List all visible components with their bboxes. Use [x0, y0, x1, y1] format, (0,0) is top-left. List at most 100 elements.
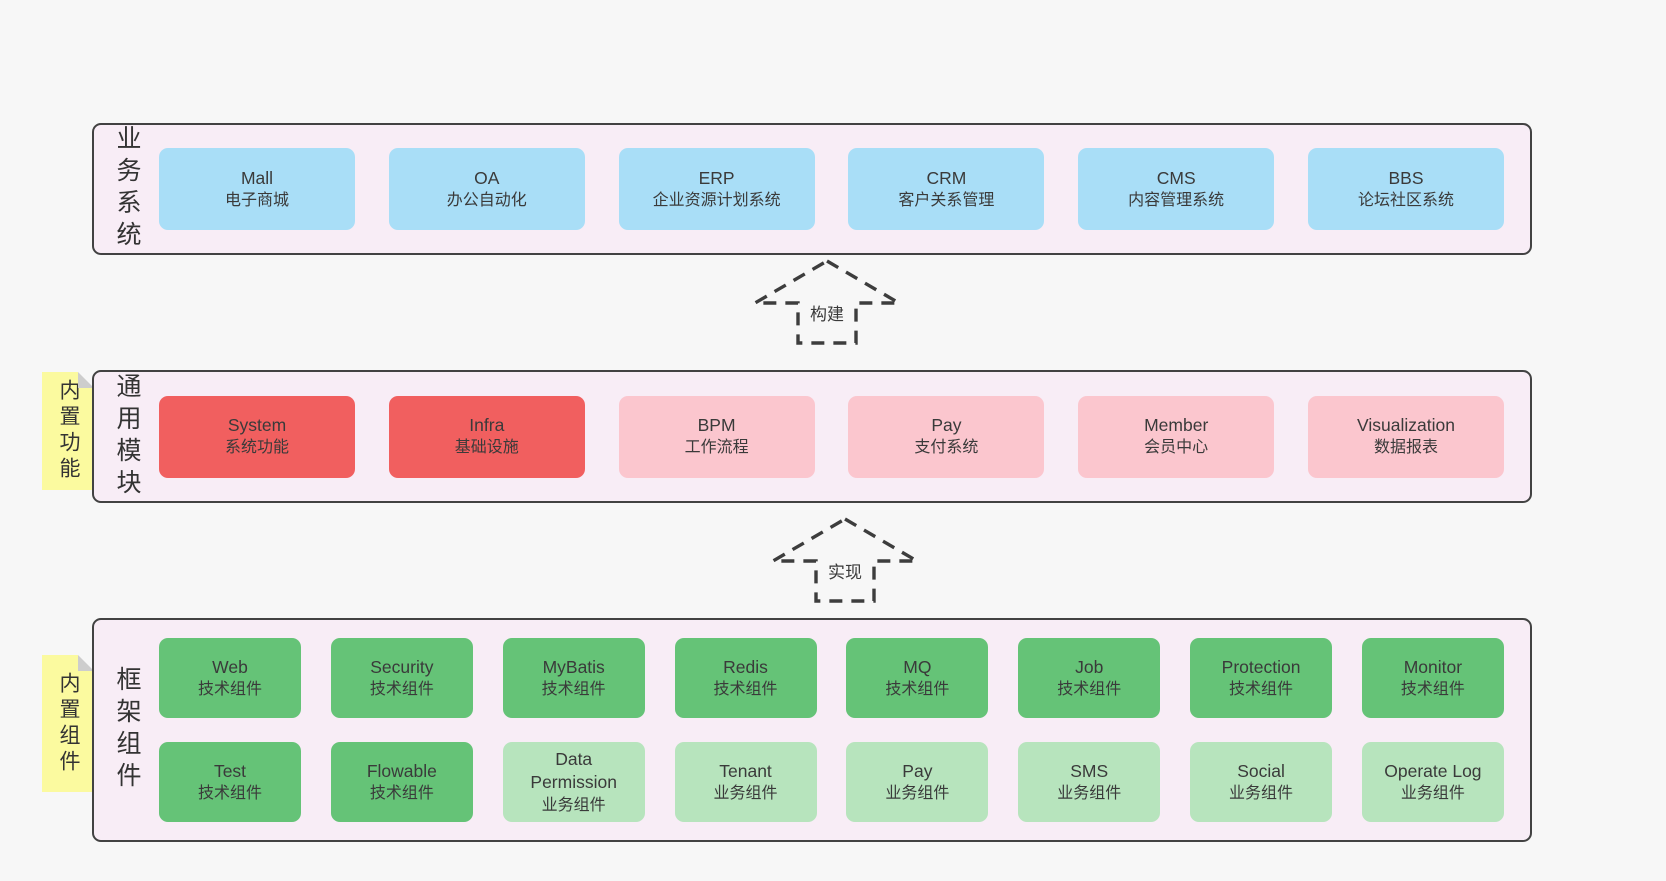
- box-title: CMS: [1156, 167, 1196, 188]
- box-subtitle: 技术组件: [885, 680, 950, 698]
- box-subtitle: 基础设施: [454, 439, 519, 457]
- box-job: Job 技术组件: [1018, 638, 1161, 718]
- box-subtitle: 业务组件: [1400, 784, 1465, 802]
- tier-business-systems: 业务系统 Mall 电子商城 OA 办公自动化 ERP 企业资源计划系统 CRM…: [92, 123, 1532, 255]
- box-title: Test: [213, 760, 247, 781]
- box-subtitle: 技术组件: [541, 680, 606, 698]
- box-member: Member 会员中心: [1078, 395, 1275, 478]
- box-subtitle: 技术组件: [1229, 680, 1294, 698]
- box-title: Mall: [240, 167, 274, 188]
- framework-components-boxes: Web 技术组件 Security 技术组件 MyBatis 技术组件 Redi…: [159, 620, 1530, 840]
- box-subtitle: 论坛社区系统: [1357, 191, 1454, 209]
- sticky-note-label: 内置功能: [57, 379, 80, 483]
- sticky-note-built-in-components: 内置组件: [42, 655, 94, 792]
- arrow-build-label: 构建: [752, 300, 902, 325]
- common-modules-boxes: System 系统功能 Infra 基础设施 BPM 工作流程 Pay 支付系统…: [159, 372, 1530, 501]
- tier-common-modules: 通用模块 System 系统功能 Infra 基础设施 BPM 工作流程 Pay…: [92, 370, 1532, 503]
- framework-row-1: Web 技术组件 Security 技术组件 MyBatis 技术组件 Redi…: [159, 638, 1504, 718]
- box-social: Social 业务组件: [1190, 742, 1333, 822]
- box-title: MyBatis: [542, 656, 605, 677]
- box-subtitle: 技术组件: [369, 680, 434, 698]
- tier-label-business-systems: 业务系统: [113, 125, 141, 253]
- box-oa: OA 办公自动化: [388, 148, 585, 230]
- box-title: ERP: [698, 167, 735, 188]
- box-title: Data Permission: [530, 749, 617, 793]
- box-subtitle: 支付系统: [914, 439, 979, 457]
- box-subtitle: 技术组件: [713, 680, 778, 698]
- box-title: Pay: [902, 760, 933, 781]
- box-bpm: BPM 工作流程: [618, 395, 815, 478]
- arrow-build: 构建: [752, 258, 902, 346]
- box-subtitle: 办公自动化: [446, 191, 527, 209]
- box-subtitle: 会员中心: [1144, 439, 1209, 457]
- box-title: Flowable: [366, 760, 437, 781]
- box-title: MQ: [903, 656, 932, 677]
- box-system: System 系统功能: [159, 395, 355, 478]
- box-subtitle: 业务组件: [885, 784, 950, 802]
- box-subtitle: 电子商城: [224, 191, 289, 209]
- arrow-implement-label: 实现: [770, 558, 920, 583]
- box-title: SMS: [1070, 760, 1109, 781]
- up-arrow-dashed-icon: [770, 517, 920, 603]
- box-mybatis: MyBatis 技术组件: [502, 638, 645, 718]
- box-visualization: Visualization 数据报表: [1307, 395, 1504, 478]
- box-title: Social: [1237, 760, 1285, 781]
- box-erp: ERP 企业资源计划系统: [618, 148, 815, 230]
- business-systems-boxes: Mall 电子商城 OA 办公自动化 ERP 企业资源计划系统 CRM 客户关系…: [159, 125, 1530, 253]
- box-title: Operate Log: [1384, 760, 1482, 781]
- box-bbs: BBS 论坛社区系统: [1307, 148, 1504, 230]
- box-title: Monitor: [1403, 656, 1463, 677]
- tier-label-framework-components: 框架组件: [113, 666, 141, 794]
- box-title: Pay: [931, 415, 962, 436]
- box-subtitle: 业务组件: [1057, 784, 1122, 802]
- box-subtitle: 企业资源计划系统: [652, 191, 781, 209]
- box-subtitle: 业务组件: [541, 796, 606, 814]
- box-tenant: Tenant 业务组件: [674, 742, 817, 822]
- box-subtitle: 技术组件: [197, 680, 262, 698]
- box-title: Member: [1144, 415, 1209, 436]
- box-subtitle: 工作流程: [684, 439, 749, 457]
- box-subtitle: 客户关系管理: [898, 191, 995, 209]
- box-title: Infra: [469, 415, 505, 436]
- box-security: Security 技术组件: [330, 638, 473, 718]
- box-operate-log: Operate Log 业务组件: [1361, 742, 1504, 822]
- box-subtitle: 业务组件: [713, 784, 778, 802]
- box-protection: Protection 技术组件: [1190, 638, 1333, 718]
- box-test: Test 技术组件: [159, 742, 301, 822]
- box-subtitle: 技术组件: [1400, 680, 1465, 698]
- box-title: BBS: [1388, 167, 1424, 188]
- box-data-permission: Data Permission 业务组件: [502, 742, 645, 822]
- box-cms: CMS 内容管理系统: [1078, 148, 1275, 230]
- box-title: Tenant: [719, 760, 772, 781]
- box-title: Visualization: [1357, 415, 1455, 436]
- tier-label-common-modules: 通用模块: [113, 372, 141, 501]
- box-title: Security: [370, 656, 434, 677]
- box-pay-component: Pay 业务组件: [846, 742, 989, 822]
- box-title: CRM: [926, 167, 967, 188]
- box-title: System: [227, 415, 287, 436]
- box-subtitle: 业务组件: [1229, 784, 1294, 802]
- box-crm: CRM 客户关系管理: [848, 148, 1045, 230]
- tier-framework-components: 框架组件 Web 技术组件 Security 技术组件 MyBatis 技术组件…: [92, 618, 1532, 842]
- framework-row-2: Test 技术组件 Flowable 技术组件 Data Permission …: [159, 742, 1504, 822]
- box-sms: SMS 业务组件: [1018, 742, 1161, 822]
- box-monitor: Monitor 技术组件: [1361, 638, 1504, 718]
- box-subtitle: 内容管理系统: [1128, 191, 1225, 209]
- box-mall: Mall 电子商城: [159, 148, 355, 230]
- box-redis: Redis 技术组件: [674, 638, 817, 718]
- box-pay-system: Pay 支付系统: [848, 395, 1045, 478]
- box-title: Job: [1075, 656, 1104, 677]
- box-subtitle: 技术组件: [1057, 680, 1122, 698]
- box-title: BPM: [697, 415, 736, 436]
- box-web: Web 技术组件: [159, 638, 301, 718]
- box-title: Protection: [1221, 656, 1301, 677]
- box-subtitle: 数据报表: [1373, 439, 1438, 457]
- box-infra: Infra 基础设施: [388, 395, 585, 478]
- box-title: Web: [212, 656, 248, 677]
- arrow-implement: 实现: [770, 516, 920, 604]
- sticky-note-label: 内置组件: [57, 671, 80, 776]
- box-subtitle: 技术组件: [197, 784, 262, 802]
- up-arrow-dashed-icon: [752, 259, 902, 345]
- box-mq: MQ 技术组件: [846, 638, 989, 718]
